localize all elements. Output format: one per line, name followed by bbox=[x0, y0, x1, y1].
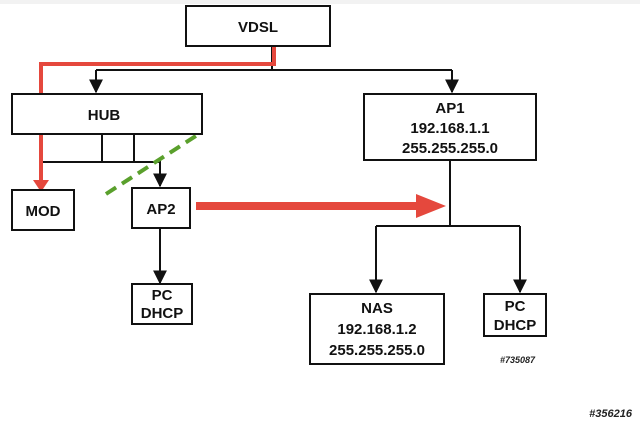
node-pc-left-line-1: PC bbox=[152, 287, 173, 304]
node-mod-line-1: MOD bbox=[26, 203, 61, 220]
connector-lines bbox=[40, 46, 527, 294]
node-mod: MOD bbox=[11, 189, 75, 231]
watermark-outer: #356216 bbox=[589, 408, 633, 420]
blocked-link-icon bbox=[104, 130, 204, 196]
node-hub-line-1: HUB bbox=[88, 107, 121, 124]
node-vdsl-line-1: VDSL bbox=[238, 19, 278, 36]
watermark-inner: #735087 bbox=[500, 355, 536, 365]
node-nas: NAS 192.168.1.2 255.255.255.0 bbox=[309, 293, 445, 365]
node-vdsl: VDSL bbox=[185, 5, 331, 47]
node-nas-line-3: 255.255.255.0 bbox=[329, 342, 425, 359]
node-ap1-line-1: AP1 bbox=[435, 100, 464, 117]
node-pc-right-line-1: PC bbox=[505, 298, 526, 315]
cropped-top-text-strip bbox=[0, 0, 640, 4]
node-ap1-line-2: 192.168.1.1 bbox=[410, 120, 489, 137]
node-hub: HUB bbox=[11, 93, 203, 135]
node-nas-line-1: NAS bbox=[361, 300, 393, 317]
node-ap2: AP2 bbox=[131, 187, 191, 229]
node-pc-left-line-2: DHCP bbox=[141, 305, 184, 322]
node-pc-right: PC DHCP bbox=[483, 293, 547, 337]
node-pc-left: PC DHCP bbox=[131, 283, 193, 325]
node-nas-line-2: 192.168.1.2 bbox=[337, 321, 416, 338]
red-big-arrow-icon bbox=[196, 194, 446, 218]
node-ap1-line-3: 255.255.255.0 bbox=[402, 140, 498, 157]
node-ap2-line-1: AP2 bbox=[146, 201, 175, 218]
node-pc-right-line-2: DHCP bbox=[494, 317, 537, 334]
node-ap1: AP1 192.168.1.1 255.255.255.0 bbox=[363, 93, 537, 161]
